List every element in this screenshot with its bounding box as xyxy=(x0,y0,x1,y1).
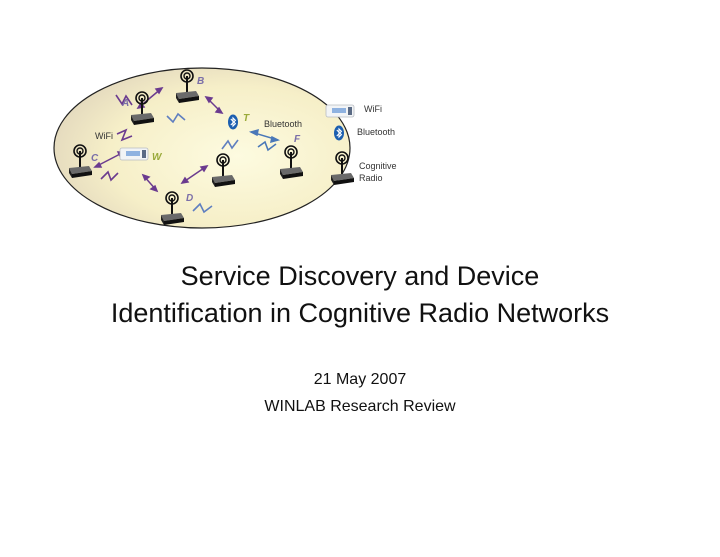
node-label-d: D xyxy=(186,193,193,204)
bluetooth-links xyxy=(248,128,281,144)
node-label-t: T xyxy=(243,113,250,124)
bluetooth-icon xyxy=(227,113,239,131)
wifi-link-label: WiFi xyxy=(95,131,113,141)
network-diagram: B A C D F T W Bluetooth WiFi WiFi Blueto… xyxy=(53,67,397,229)
slide-title-line2: Identification in Cognitive Radio Networ… xyxy=(110,298,610,328)
slide-title-line1: Service Discovery and Device xyxy=(180,261,540,291)
legend-cognitive-label-line2: Radio xyxy=(359,173,383,183)
signal-bolts xyxy=(100,94,277,214)
legend-wifi-card-icon xyxy=(325,104,355,118)
event-name: WINLAB Research Review xyxy=(264,398,456,415)
node-label-w: W xyxy=(152,152,163,163)
network-ellipse xyxy=(53,67,351,229)
node-label-a: A xyxy=(121,98,129,109)
legend-bluetooth-icon xyxy=(333,124,345,142)
legend-bluetooth-label: Bluetooth xyxy=(357,127,395,137)
legend-cognitive-label-line1: Cognitive xyxy=(359,161,397,171)
legend-wifi-label: WiFi xyxy=(364,104,382,114)
presentation-date: 21 May 2007 xyxy=(313,371,407,388)
node-label-c: C xyxy=(91,153,99,164)
node-label-f: F xyxy=(294,134,301,145)
node-label-b: B xyxy=(197,76,204,87)
slide-title: Service Discovery and Device Identificat… xyxy=(0,258,720,332)
bluetooth-link-label: Bluetooth xyxy=(264,119,302,129)
legend: WiFi Bluetooth Cognitive Radio xyxy=(325,104,397,186)
wifi-card-icon xyxy=(119,147,149,161)
